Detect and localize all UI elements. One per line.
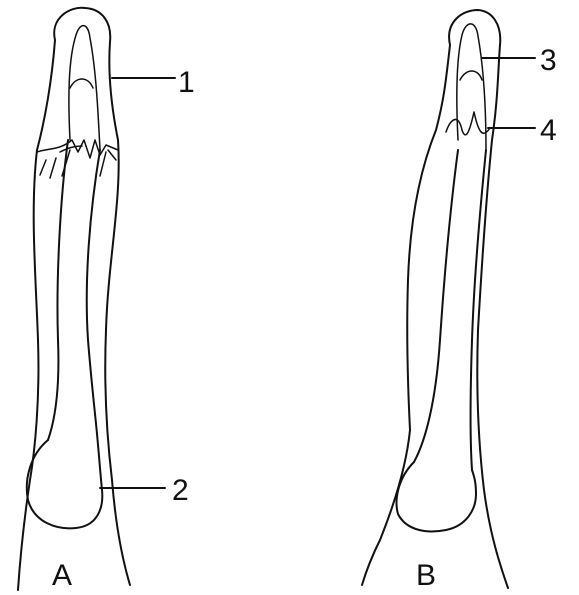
callout-3: 3 [540,44,557,77]
panel-b-cap [460,71,482,80]
panel-a-inner-rod-right [87,150,100,445]
panel-b-band [446,112,490,135]
panel-a-top-loop [69,26,100,150]
panel-a-label: A [52,559,72,592]
callout-4: 4 [540,114,557,147]
callout-1: 1 [178,66,195,99]
panel-a-cap [70,79,93,88]
panel-b-outer-outline [362,10,508,588]
panel-a-outer-outline [18,8,130,590]
panel-a-bulb [27,440,102,528]
panel-a-drawing [18,8,130,590]
panel-b-inner-rod-left [414,150,458,462]
panel-b-drawing [362,10,508,588]
panel-b-top-loop [457,24,486,150]
panel-a-inner-rod-left [48,140,68,440]
panel-b-label: B [416,559,436,592]
panel-b-bulb [397,462,476,531]
callout-2: 2 [172,474,189,507]
